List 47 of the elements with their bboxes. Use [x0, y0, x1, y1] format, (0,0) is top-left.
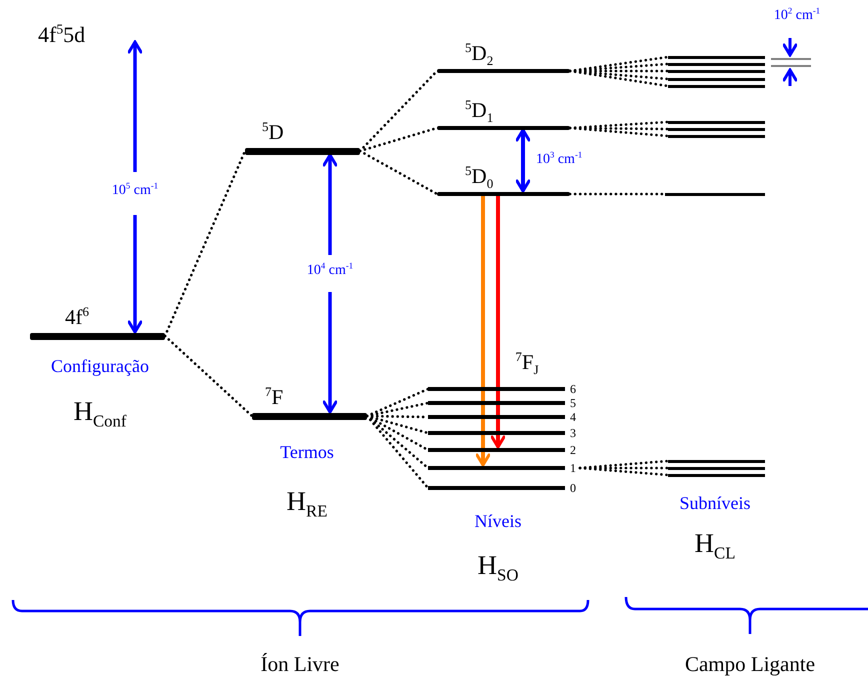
sublevel-line [668, 78, 765, 80]
dotted-correlation-line [568, 126, 670, 138]
transition-arrow [490, 196, 506, 448]
level-number: 5 [570, 397, 576, 409]
dotted-correlation-line [164, 334, 254, 418]
transition-arrow [476, 196, 490, 466]
level-number: 3 [570, 427, 576, 439]
level-label: $^{5}$D [262, 122, 284, 142]
hamiltonian-label: H$_{CL}$ [694, 530, 736, 557]
sublevel-line [665, 192, 765, 196]
level-label: 4f$^{6}$ [65, 306, 90, 328]
sublevel-line [668, 128, 765, 130]
stage-label: Termos [280, 443, 334, 461]
dotted-correlation-line [358, 150, 438, 196]
sublevel-line [668, 56, 765, 58]
stage-label: Configuração [51, 357, 149, 375]
hamiltonian-label: H$_{Conf}$ [74, 398, 126, 425]
sublevel-line [668, 474, 765, 476]
sublevel-line [668, 466, 765, 470]
sublevel-line [668, 84, 765, 88]
stage-label: Subníveis [680, 494, 750, 512]
stage-label: Níveis [474, 512, 522, 530]
level-number: 1 [570, 462, 576, 474]
level-label: $^{5}$D$_{0}$ [465, 166, 494, 187]
dotted-correlation-line [366, 414, 430, 490]
level-label: $^{7}$F [265, 386, 284, 408]
dotted-correlation-line [578, 466, 670, 476]
hamiltonian-label: H$_{RE}$ [286, 488, 328, 515]
level-label: $^{5}$D$_{2}$ [465, 43, 494, 64]
level-number: 4 [570, 411, 576, 423]
configuration-label: 4f$^{5}$5d [38, 24, 86, 46]
level-label: $^{5}$D$_{1}$ [465, 100, 494, 121]
sublevel-line [668, 62, 765, 66]
level-number: 6 [570, 383, 576, 395]
sublevel-line [668, 70, 765, 72]
term-label: $^{7}$F$_{J}$ [515, 352, 539, 373]
hamiltonian-label: H$_{SO}$ [478, 552, 518, 579]
level-number: 2 [570, 444, 576, 456]
dotted-correlation-line [578, 466, 670, 470]
transition-arrow [516, 128, 530, 192]
sublevel-line [668, 460, 765, 462]
level-number: 0 [570, 482, 576, 494]
sublevel-line [668, 134, 765, 138]
dotted-correlation-line [568, 70, 670, 88]
group-label: Campo Ligante [684, 654, 816, 675]
sublevel-line [668, 120, 765, 124]
group-label: Íon Livre [260, 654, 340, 675]
